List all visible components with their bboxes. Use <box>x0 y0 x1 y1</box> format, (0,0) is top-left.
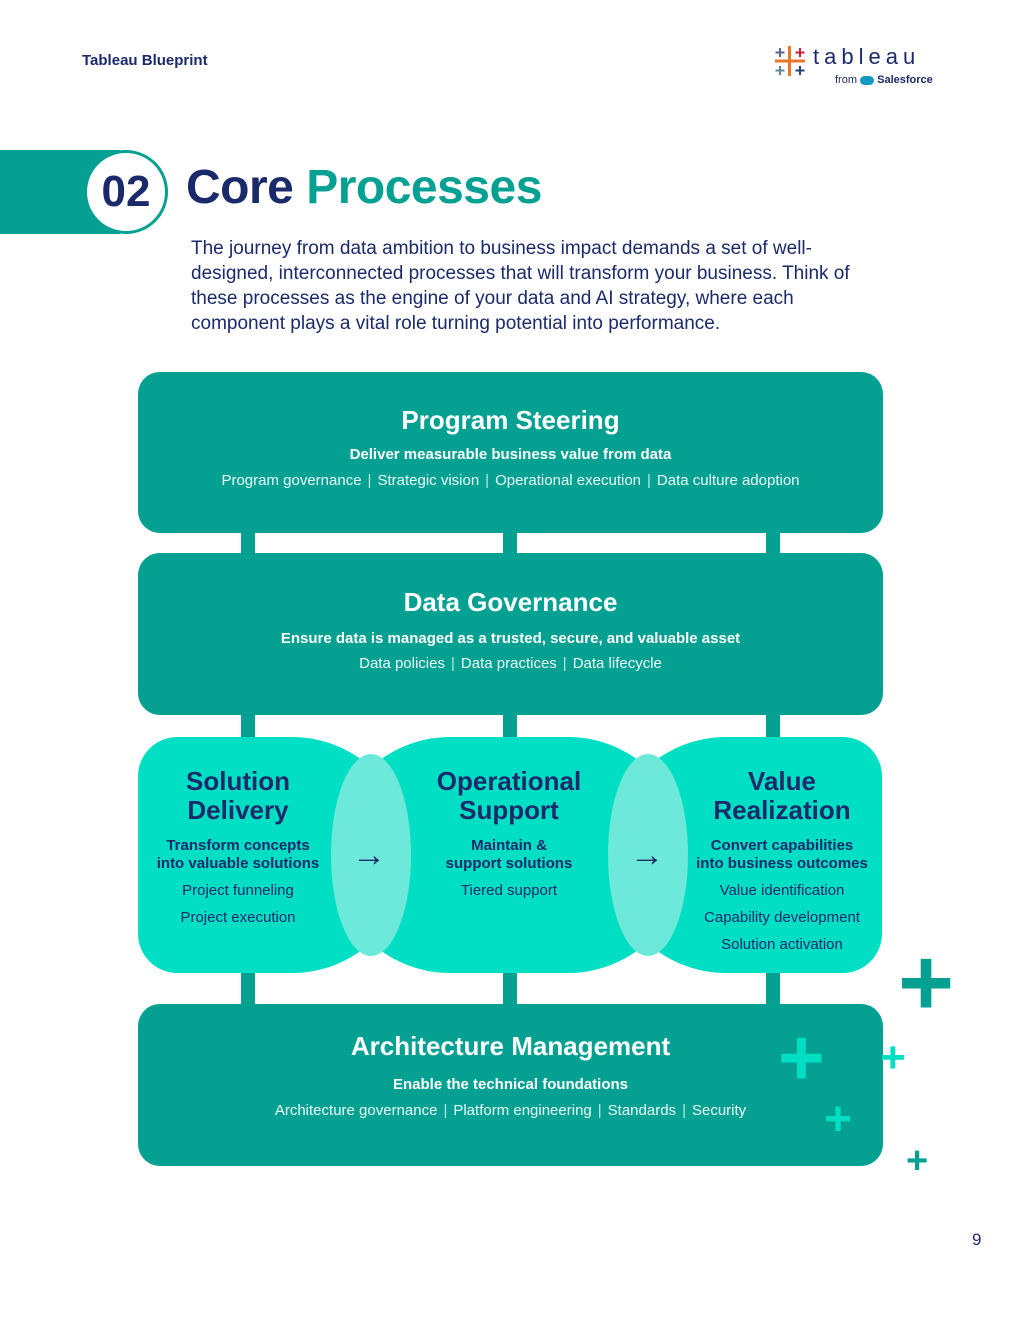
list-item: Standards <box>607 1102 677 1119</box>
list-item: Platform engineering <box>453 1102 592 1119</box>
connector <box>503 712 517 742</box>
list-item: Program governance <box>221 472 362 489</box>
logo-company: Salesforce <box>877 74 933 86</box>
data-governance-items: Data policies|Data practices|Data lifecy… <box>359 655 662 672</box>
value-realization-title-line2: Realization <box>713 795 851 825</box>
section-title-part2: Processes <box>306 161 542 214</box>
data-governance-subtitle: Ensure data is managed as a trusted, sec… <box>280 630 741 647</box>
list-item: Project execution <box>180 909 296 926</box>
program-steering-subtitle: Deliver measurable business value from d… <box>349 446 672 463</box>
connector <box>241 712 255 742</box>
program-steering-box: Program Steering Deliver measurable busi… <box>138 372 883 533</box>
page-number: 9 <box>972 1230 982 1249</box>
data-governance-title: Data Governance <box>403 587 618 617</box>
section-number-badge: 02 <box>84 150 168 234</box>
data-governance-box: Data Governance Ensure data is managed a… <box>138 553 883 715</box>
operational-support-sub-line2: support solutions <box>445 855 573 872</box>
operational-support-content: Operational Support Maintain & support s… <box>409 767 609 904</box>
salesforce-cloud-icon <box>860 75 875 85</box>
list-item: Data practices <box>460 655 557 672</box>
value-realization-content: Value Realization Convert capabilities i… <box>682 767 882 958</box>
list-item: Architecture governance <box>274 1102 438 1119</box>
program-steering-items: Program governance|Strategic vision|Oper… <box>221 472 800 489</box>
list-item: Operational execution <box>495 472 642 489</box>
list-item: Solution activation <box>721 936 843 953</box>
list-item: Capability development <box>704 909 860 926</box>
list-item: Tiered support <box>460 882 558 899</box>
solution-delivery-sub-line1: Transform concepts <box>166 837 310 854</box>
connector <box>241 968 255 1008</box>
logo-from: from <box>835 74 857 86</box>
arrow-right-icon: → <box>630 836 664 874</box>
intro-paragraph: The journey from data ambition to busine… <box>191 238 850 334</box>
logo-wordmark: tableau <box>813 44 921 69</box>
list-item: Strategic vision <box>377 472 480 489</box>
list-item: Data culture adoption <box>656 472 800 489</box>
architecture-management-subtitle: Enable the technical foundations <box>392 1076 629 1093</box>
tableau-cross-icon <box>775 46 805 76</box>
solution-delivery-sub-line2: into valuable solutions <box>156 855 320 872</box>
solution-delivery-title-line2: Delivery <box>187 795 289 825</box>
connector <box>766 530 780 558</box>
value-realization-sub-line2: into business outcomes <box>696 855 868 872</box>
list-item: Data policies <box>359 655 445 672</box>
solution-delivery-content: Solution Delivery Transform concepts int… <box>138 767 338 931</box>
arrow-right-icon: → <box>352 836 386 874</box>
plus-icon: + <box>906 1140 929 1182</box>
plus-icon: + <box>824 1093 853 1146</box>
list-item: Security <box>691 1102 747 1119</box>
overlap-lens-right <box>608 754 688 956</box>
connector <box>766 968 780 1008</box>
tableau-logo: tableau from Salesforce <box>773 44 943 92</box>
value-realization-sub-line1: Convert capabilities <box>710 837 854 854</box>
list-item: Project funneling <box>182 882 294 899</box>
section-title: Core Processes <box>186 160 542 215</box>
document-title: Tableau Blueprint <box>82 52 208 69</box>
value-realization-title-line1: Value <box>748 766 816 796</box>
operational-support-sub-line1: Maintain & <box>471 837 547 854</box>
program-steering-title: Program Steering <box>401 405 620 435</box>
architecture-management-title: Architecture Management <box>350 1031 671 1061</box>
connector <box>503 530 517 558</box>
section-title-part1: Core <box>186 161 294 214</box>
plus-icon: + <box>778 1013 825 1102</box>
overlap-lens-left <box>331 754 411 956</box>
logo-byline: from Salesforce <box>835 74 933 86</box>
operational-support-title-line2: Support <box>459 795 559 825</box>
operational-support-title-line1: Operational <box>436 766 582 796</box>
connector <box>503 968 517 1008</box>
solution-delivery-title-line1: Solution <box>186 766 290 796</box>
list-item: Data lifecycle <box>572 655 662 672</box>
connector <box>766 712 780 742</box>
architecture-management-items: Architecture governance|Platform enginee… <box>274 1102 747 1119</box>
plus-icon: + <box>880 1033 906 1082</box>
connector <box>241 530 255 558</box>
list-item: Value identification <box>719 882 845 899</box>
architecture-management-box: Architecture Management Enable the techn… <box>138 1004 883 1166</box>
plus-icon: + <box>898 929 955 1036</box>
